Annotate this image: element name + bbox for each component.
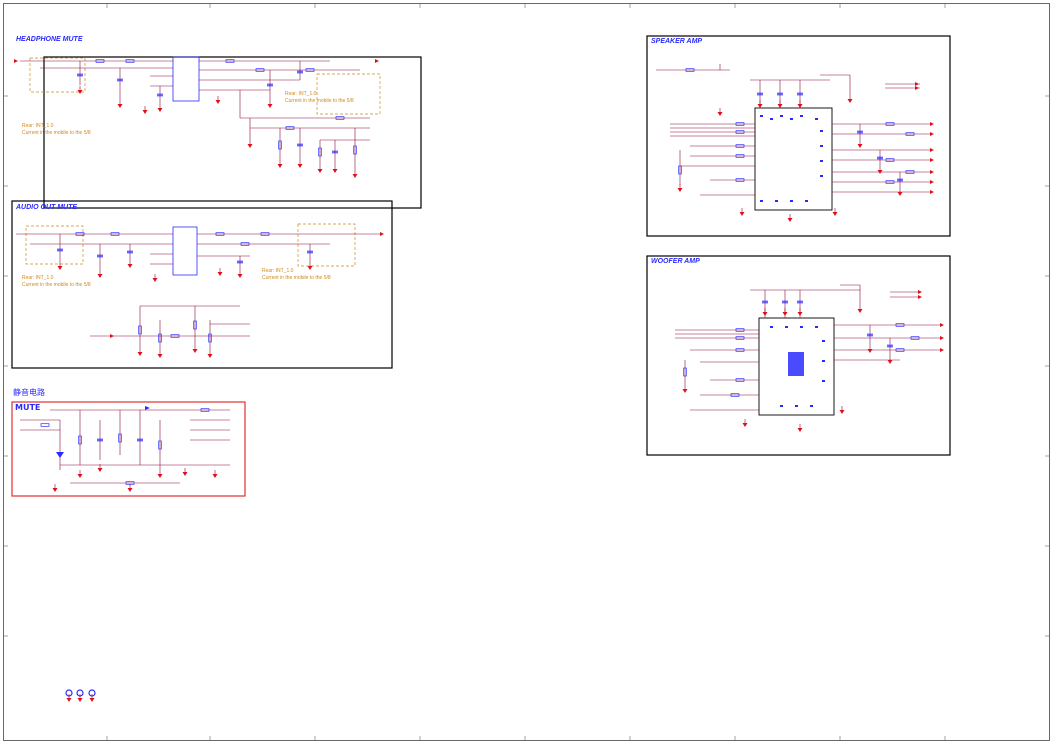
hp-note-right-1: Rear: INT_1.0	[285, 91, 317, 97]
headphone-mute-block	[14, 56, 422, 209]
hp-note-right-2: Current in the mobile to the 5/8	[285, 98, 354, 104]
hp-note-left-2: Current in the mobile to the 5/8	[22, 130, 91, 136]
audio-out-mute-block	[11, 200, 393, 369]
woofer-amp-block	[646, 255, 951, 456]
sheet-border	[3, 3, 1050, 741]
woofer-amp-title: WOOFER AMP	[651, 258, 700, 265]
headphone-mute-title: HEADPHONE MUTE	[16, 36, 83, 43]
mute-block-title: MUTE	[15, 403, 41, 412]
mute-block	[11, 401, 246, 497]
hp-note-left-1: Rear: INT_1.0	[22, 123, 54, 129]
ao-note-right-1: Rear: INT_1.0	[262, 268, 294, 274]
mounting-holes	[65, 689, 96, 703]
speaker-amp-block	[646, 35, 951, 237]
ao-note-right-2: Current in the mobile to the 5/8	[262, 275, 331, 281]
ao-note-left-1: Rear: INT_1.0	[22, 275, 54, 281]
ao-note-left-2: Current in the mobile to the 5/8	[22, 282, 91, 288]
speaker-amp-title: SPEAKER AMP	[651, 38, 703, 45]
mute-block-cn-title: 静音电路	[13, 388, 45, 397]
audio-out-mute-title: AUDIO OUT MUTE	[16, 204, 78, 211]
